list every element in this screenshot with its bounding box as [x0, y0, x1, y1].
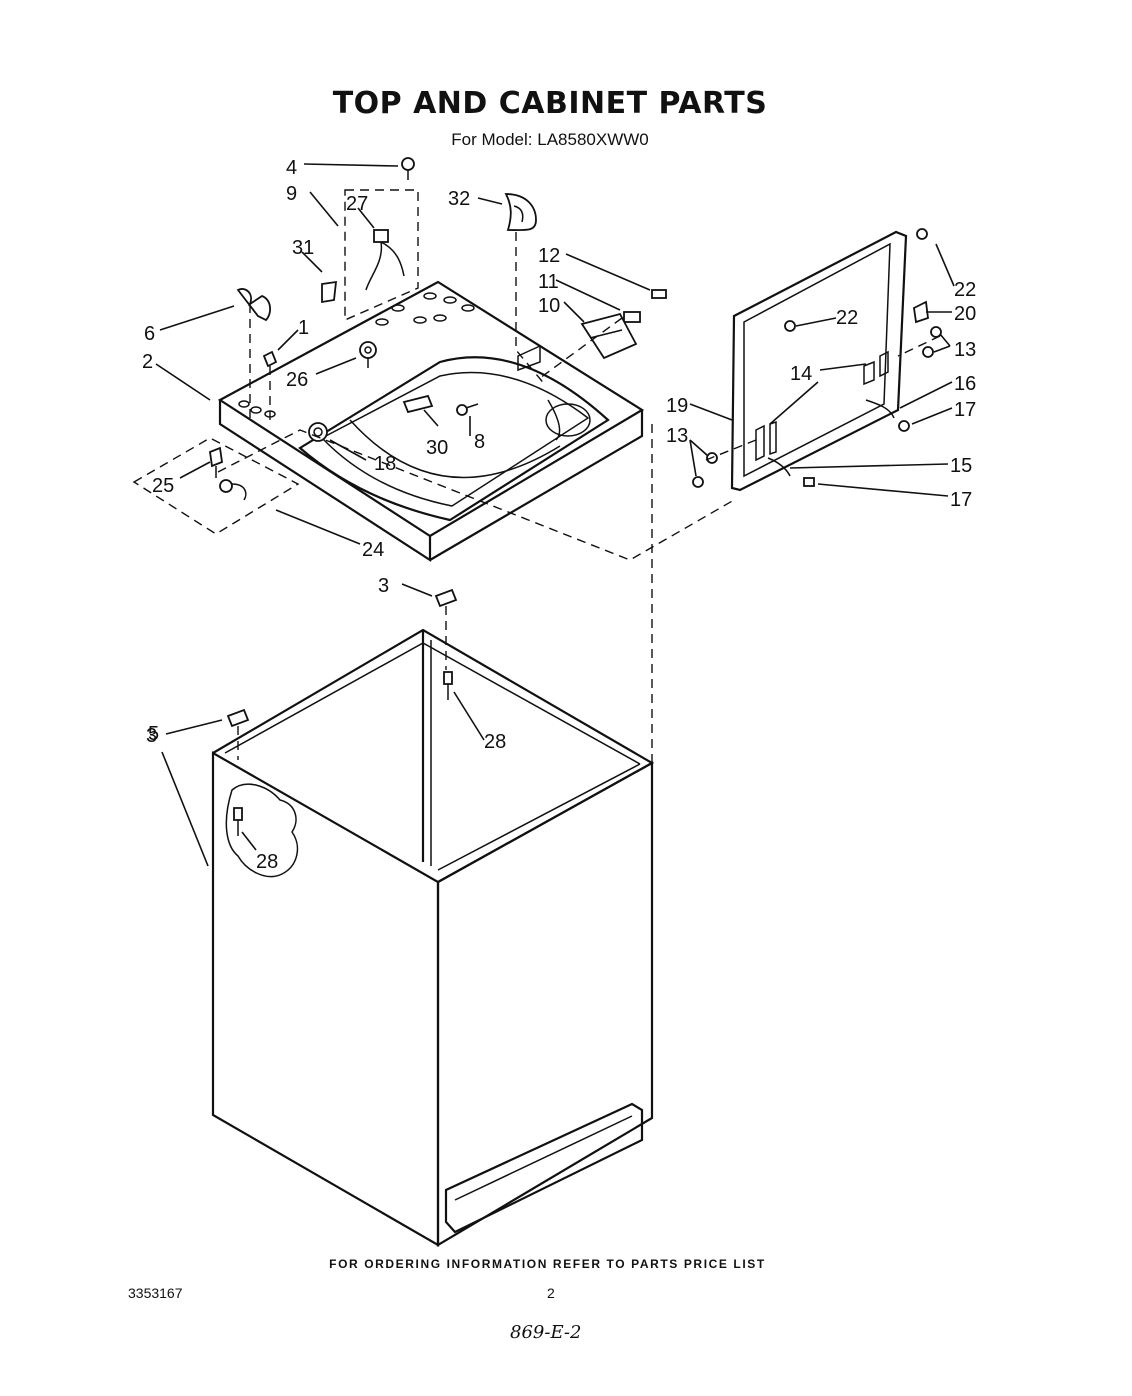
callout-20: 20 — [954, 303, 976, 325]
callout-18: 18 — [374, 453, 396, 475]
small-parts — [132, 157, 942, 836]
callout-11: 11 — [538, 271, 559, 293]
callout-17-right: 17 — [954, 399, 976, 421]
callout-32: 32 — [448, 188, 470, 210]
washer-top — [217, 280, 645, 563]
callout-28-upper: 28 — [484, 731, 506, 753]
callout-15: 15 — [950, 455, 972, 477]
callout-27: 27 — [346, 193, 368, 215]
callout-5: 5 — [148, 723, 159, 745]
callout-14: 14 — [790, 363, 812, 385]
handwritten-note: 869-E-2 — [510, 1322, 582, 1343]
callout-24: 24 — [362, 539, 384, 561]
callout-6: 6 — [144, 323, 155, 345]
cabinet — [211, 420, 655, 1247]
callout-12: 12 — [538, 245, 560, 267]
page-number: 2 — [547, 1285, 555, 1301]
callout-19: 19 — [666, 395, 688, 417]
callout-4: 4 — [286, 157, 297, 179]
callout-26: 26 — [286, 369, 308, 391]
leader-lines — [155, 163, 955, 867]
page-title: TOP AND CABINET PARTS — [332, 86, 768, 121]
callout-13-right: 13 — [954, 339, 976, 361]
callout-9: 9 — [286, 183, 297, 205]
callout-25: 25 — [152, 475, 174, 497]
callout-3-upper: 3 — [378, 575, 389, 597]
callout-13-left: 13 — [666, 425, 688, 447]
model-subtitle: For Model: LA8580XWW0 — [451, 130, 649, 149]
callout-17-lower: 17 — [950, 489, 972, 511]
callout-16: 16 — [954, 373, 976, 395]
callout-labels: 4 9 27 31 32 12 11 10 6 1 2 26 30 8 18 2… — [142, 157, 976, 873]
callout-22-right: 22 — [954, 279, 976, 301]
callout-22-left: 22 — [836, 307, 858, 329]
callout-28-lower: 28 — [256, 851, 278, 873]
document-number: 3353167 — [128, 1285, 183, 1301]
washer-lid — [730, 230, 929, 492]
callout-8: 8 — [474, 431, 485, 453]
callout-31: 31 — [292, 237, 314, 259]
callout-3-lower: 3 — [146, 725, 157, 747]
console-holes — [238, 292, 475, 418]
ordering-note: FOR ORDERING INFORMATION REFER TO PARTS … — [329, 1257, 766, 1271]
callout-1: 1 — [298, 317, 309, 339]
callout-2: 2 — [142, 351, 153, 373]
callout-10: 10 — [538, 295, 560, 317]
callout-30: 30 — [426, 437, 448, 459]
